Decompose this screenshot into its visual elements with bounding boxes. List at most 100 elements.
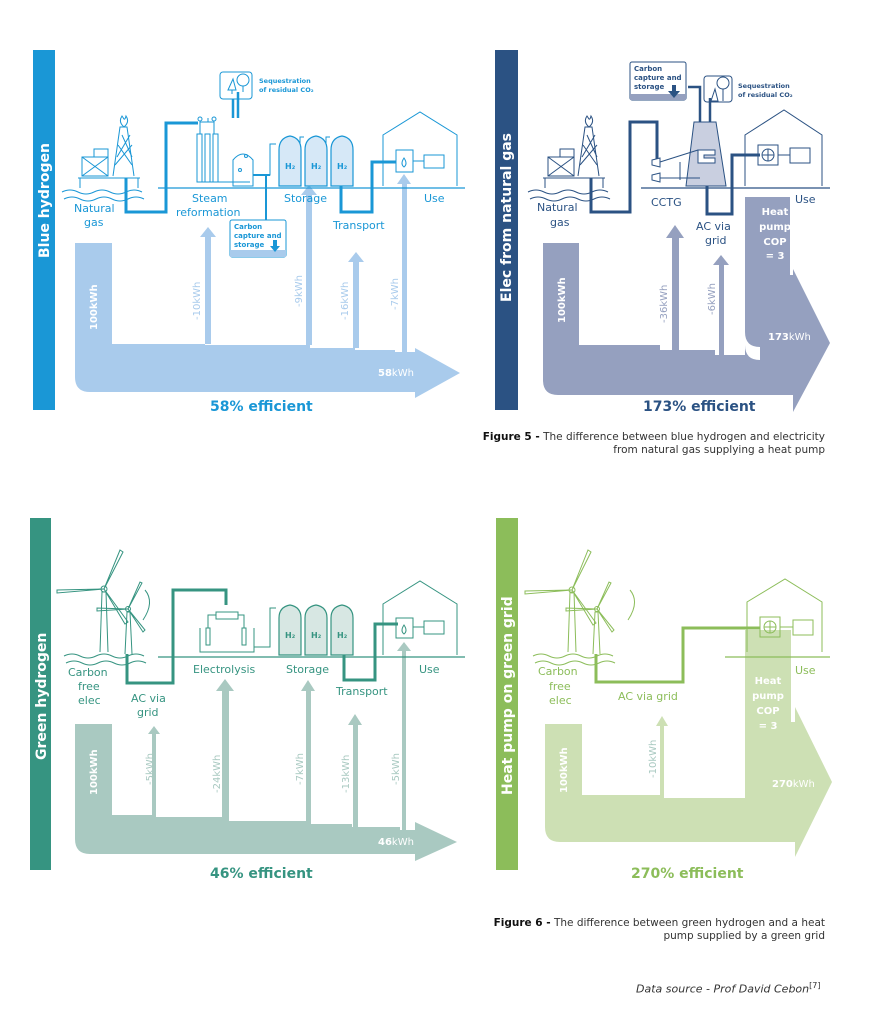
grid-cable — [125, 588, 228, 685]
input-energy-label: 100kWh — [89, 284, 100, 330]
power-plant-icon — [651, 121, 727, 187]
input-energy-label: 100kWh — [89, 749, 100, 795]
oil-rig-icon — [527, 114, 611, 202]
caption-text: from natural gas supplying a heat pump — [613, 444, 825, 456]
output-energy-label: 173kWh — [768, 332, 811, 343]
stage-label: gas — [84, 216, 104, 229]
sequestration-label-1: Sequestration — [738, 82, 790, 90]
heat-pump-label: pump — [759, 222, 791, 233]
loss-arrow — [200, 227, 216, 344]
output-energy-label: 46kWh — [378, 837, 414, 848]
input-energy-label: 100kWh — [557, 277, 568, 323]
loss-label: -36kWh — [659, 285, 670, 323]
figure-label: Figure 6 - — [493, 917, 551, 929]
ccs-label-3: storage — [234, 241, 265, 249]
loss-arrow — [713, 255, 729, 355]
grid-cable — [594, 626, 760, 684]
panel-green-hydrogen: Green hydrogen — [0, 0, 470, 900]
stage-label: reformation — [176, 206, 241, 219]
stage-label: grid — [137, 706, 159, 719]
ccs-label-1: Carbon — [634, 65, 662, 73]
stage-label: AC via — [696, 220, 731, 233]
stage-label: Carbon — [538, 665, 578, 678]
loss-label: -13kWh — [341, 755, 352, 793]
input-energy-label: 100kWh — [559, 747, 570, 793]
sequestration-icon — [703, 75, 733, 103]
h2-label: H₂ — [311, 162, 322, 171]
data-source: Data source - Prof David Cebon[7] — [636, 981, 820, 996]
stage-label: AC via grid — [618, 690, 678, 703]
stage-label: Electrolysis — [193, 663, 255, 676]
sequestration-icon — [219, 71, 253, 100]
stage-label: Use — [795, 664, 816, 677]
wind-turbine-icon — [56, 549, 150, 666]
hydrogen-tank-icon — [278, 604, 354, 656]
energy-flow-arrow — [543, 197, 830, 412]
panel-title-bar — [30, 518, 51, 870]
house-icon — [382, 580, 458, 655]
gas-pipe — [589, 120, 659, 214]
energy-flow-arrow — [75, 243, 460, 398]
heat-pump-label: pump — [752, 691, 784, 702]
heat-pump-label: = 3 — [759, 721, 778, 732]
loss-label: -7kWh — [390, 278, 401, 310]
figure-6-caption: Figure 6 - The difference between green … — [430, 917, 825, 943]
efficiency-label: 46% efficient — [210, 866, 313, 882]
stage-label: Natural — [537, 201, 578, 214]
loss-arrow — [348, 714, 362, 827]
transport-pipe — [339, 160, 396, 214]
loss-label: -6kWh — [707, 283, 718, 315]
heat-pump-label: = 3 — [766, 251, 785, 262]
loss-arrow — [348, 252, 364, 348]
loss-label: -9kWh — [294, 275, 305, 307]
loss-label: -7kWh — [295, 753, 306, 785]
source-text: Data source - Prof David Cebon — [636, 982, 810, 996]
h2-label: H₂ — [337, 162, 348, 171]
heat-pump-label: Heat — [762, 207, 789, 218]
house-icon — [744, 109, 823, 186]
h2-label: H₂ — [311, 631, 322, 640]
loss-label: -24kWh — [212, 755, 223, 793]
sequestration-label-2: of residual CO₂ — [738, 91, 793, 99]
heat-pump-label: Heat — [755, 676, 782, 687]
house-icon — [746, 578, 823, 652]
panel-blue-hydrogen: Blue hydrogen — [0, 0, 470, 430]
stage-label: Use — [795, 193, 816, 206]
figure-label: Figure 5 - — [482, 431, 540, 443]
output-energy-label: 270kWh — [772, 779, 815, 790]
stage-label: grid — [705, 234, 727, 247]
figure-5-caption: Figure 5 - The difference between blue h… — [430, 431, 825, 457]
efficiency-label: 173% efficient — [643, 399, 756, 415]
h2-label: H₂ — [285, 162, 296, 171]
ccs-label-2: capture and — [634, 74, 682, 82]
ccs-label-3: storage — [634, 83, 665, 91]
caption-text: The difference between green hydrogen an… — [550, 917, 825, 929]
loss-arrow — [656, 716, 668, 798]
down-arrow-icon — [668, 91, 680, 98]
down-arrow-icon — [270, 246, 280, 252]
loss-arrow — [301, 185, 317, 345]
ccs-label-1: Carbon — [234, 223, 262, 231]
source-reference: [7] — [809, 981, 821, 990]
loss-label: -16kWh — [340, 282, 351, 320]
green-hydrogen-diagram: H₂ H₂ H₂ Carbon free elec AC via grid El… — [56, 549, 465, 882]
loss-arrow — [666, 225, 684, 350]
wind-turbine-icon — [524, 549, 635, 666]
h2-label: H₂ — [337, 631, 348, 640]
stage-label: Storage — [286, 663, 329, 676]
heat-pump-label: COP — [756, 706, 779, 717]
gas-pipe — [124, 121, 198, 214]
panel-title-bar — [495, 50, 518, 410]
house-icon — [382, 111, 458, 186]
stage-label: AC via — [131, 692, 166, 705]
loss-label: -10kWh — [648, 740, 659, 778]
stage-label: CCTG — [651, 196, 682, 209]
stage-label: Steam — [192, 192, 228, 205]
loss-arrow — [148, 726, 160, 817]
loss-arrow — [216, 679, 234, 821]
stage-label: elec — [78, 694, 101, 707]
stage-label: gas — [550, 216, 570, 229]
stage-label: Use — [424, 192, 445, 205]
stage-label: Use — [419, 663, 440, 676]
loss-label: -5kWh — [145, 753, 156, 785]
